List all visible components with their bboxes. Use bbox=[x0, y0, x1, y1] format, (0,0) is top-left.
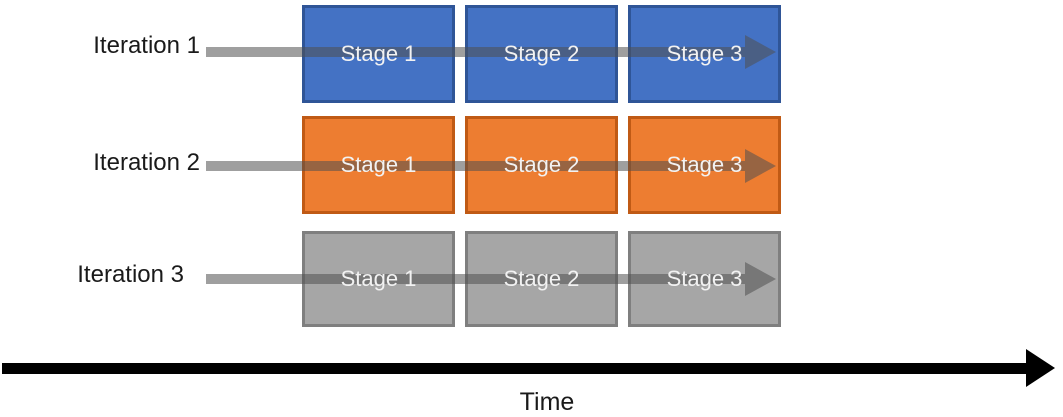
iteration-3-label: Iteration 3 bbox=[77, 261, 184, 288]
stage-box-iter1-stage3: Stage 3 bbox=[628, 5, 781, 103]
iteration-2-arrow-shaft bbox=[206, 161, 745, 171]
iteration-3-arrow-shaft bbox=[206, 274, 745, 284]
stage-label: Stage 3 bbox=[666, 152, 743, 177]
stage-label: Stage 2 bbox=[503, 41, 580, 66]
stage-label: Stage 1 bbox=[340, 266, 417, 291]
iteration-1-arrow-head-icon bbox=[745, 35, 776, 69]
iteration-3-arrow-head-icon bbox=[745, 262, 776, 296]
stage-label: Stage 1 bbox=[340, 41, 417, 66]
time-axis-arrow-head-icon bbox=[1026, 349, 1055, 387]
stage-label: Stage 2 bbox=[503, 266, 580, 291]
iteration-2-arrow-head-icon bbox=[745, 149, 776, 183]
stage-label: Stage 3 bbox=[666, 266, 743, 291]
stage-label: Stage 1 bbox=[340, 152, 417, 177]
iteration-1-arrow-shaft bbox=[206, 47, 745, 57]
stage-label: Stage 2 bbox=[503, 152, 580, 177]
iteration-1-label: Iteration 1 bbox=[93, 32, 200, 59]
time-axis-arrow-shaft bbox=[2, 363, 1026, 374]
iteration-2-label: Iteration 2 bbox=[93, 149, 200, 176]
time-axis-label: Time bbox=[519, 388, 575, 416]
stage-label: Stage 3 bbox=[666, 41, 743, 66]
